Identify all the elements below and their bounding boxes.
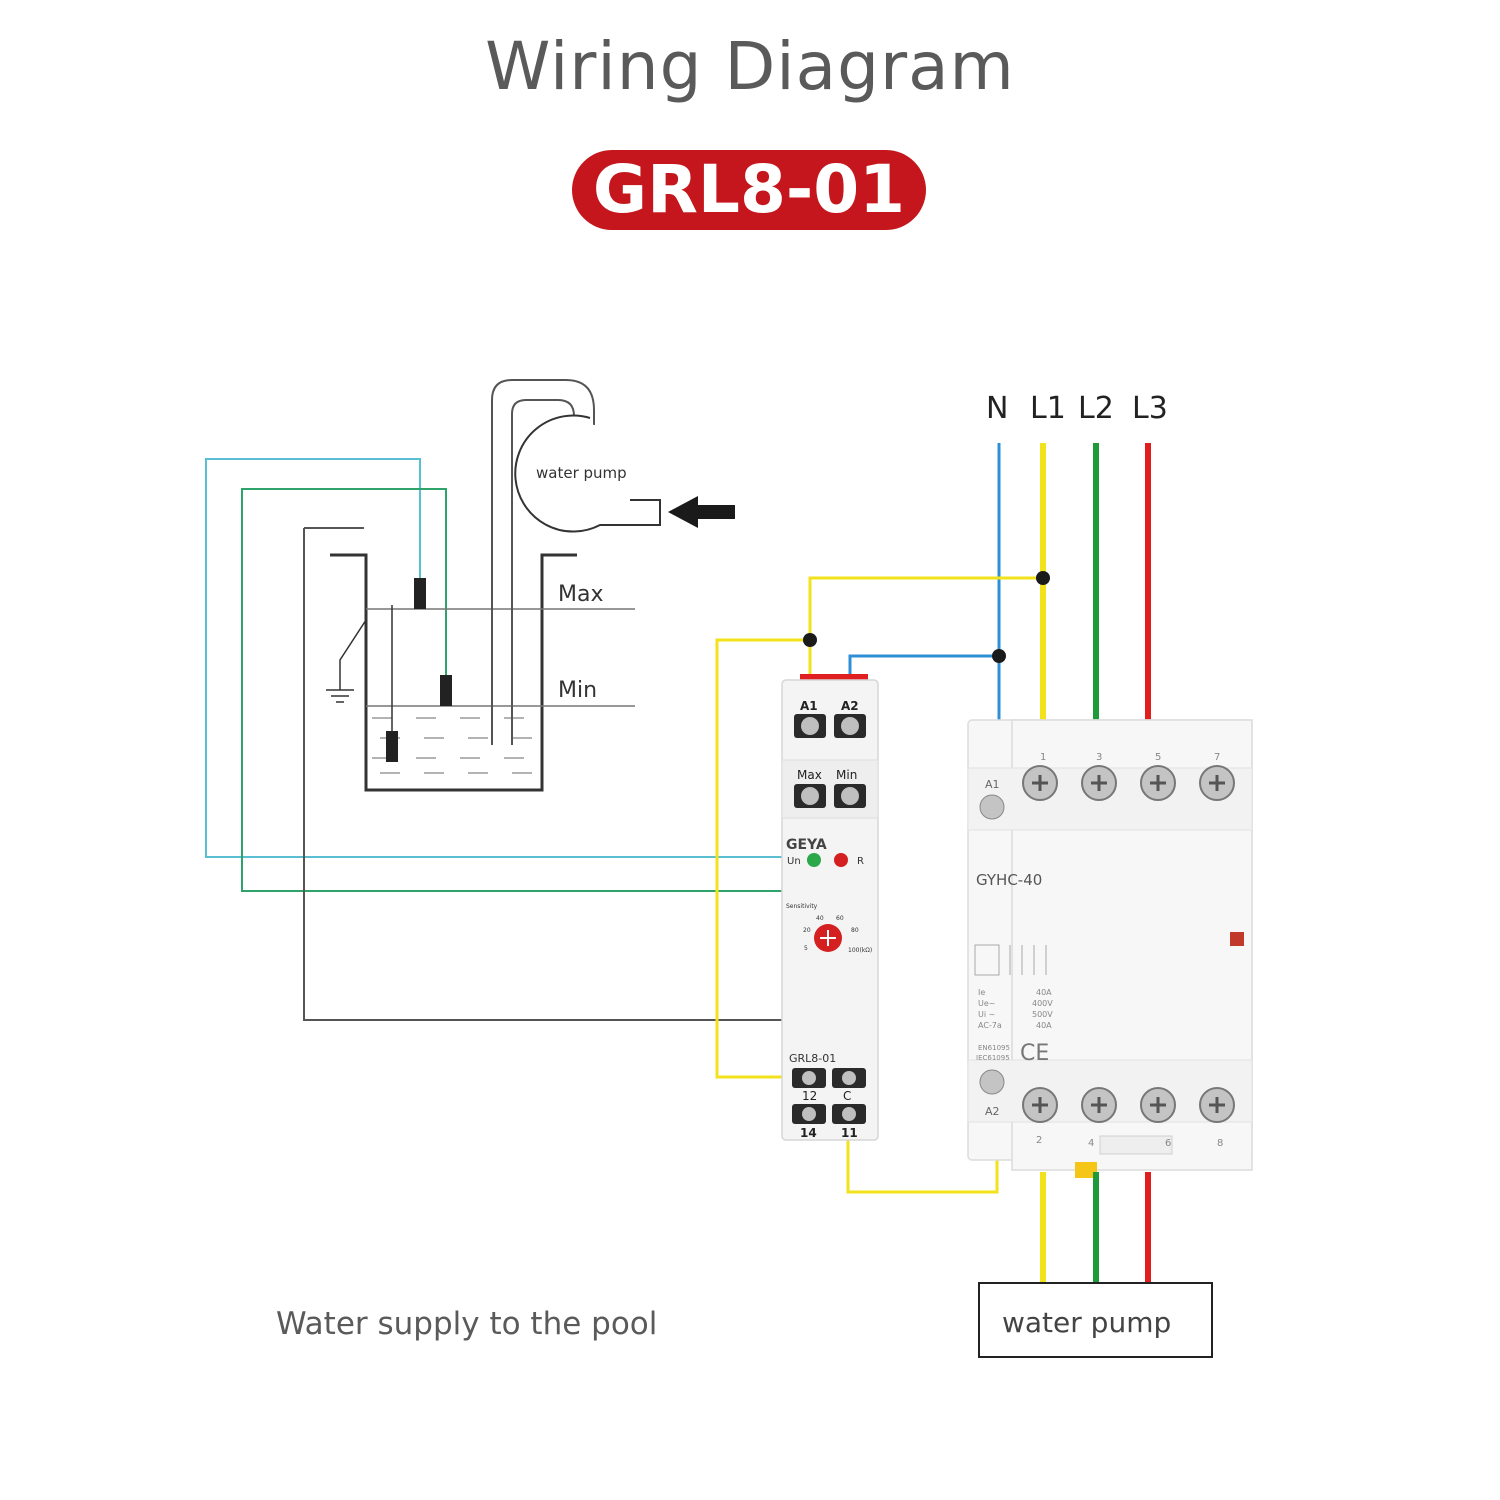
relay-led-un-label: Un [787, 856, 801, 867]
relay-terminal-max: Max [797, 768, 822, 782]
relay-led-r-label: R [857, 856, 864, 867]
contactor [967, 719, 1253, 1178]
probe-min [440, 675, 452, 706]
caption: Water supply to the pool [276, 1306, 658, 1342]
probe-max [414, 578, 426, 609]
contactor-terminal-2: 2 [1036, 1135, 1042, 1146]
relay-terminal-c: C [843, 1089, 851, 1103]
contactor-terminal-1: 1 [1040, 752, 1046, 763]
relay-brand: GEYA [786, 837, 827, 853]
status-indicator-icon [1230, 932, 1244, 946]
power-led-icon [807, 853, 821, 867]
load-box [978, 1282, 1213, 1358]
contactor-terminal-8: 8 [1217, 1138, 1223, 1149]
rating-value: 40A [1036, 1021, 1052, 1030]
rating-key: Ue~ [978, 999, 995, 1008]
model-badge: GRL8-01 [572, 150, 926, 230]
tank-pump-label: water pump [536, 464, 627, 482]
relay-terminal-11: 11 [841, 1126, 858, 1140]
load-label: water pump [1002, 1306, 1171, 1339]
relay-led-icon [834, 853, 848, 867]
contactor-coil-a2: A2 [985, 1105, 1000, 1118]
relay-terminal-min: Min [836, 768, 857, 782]
ground-icon [326, 619, 367, 703]
contactor-terminal-6: 6 [1165, 1138, 1171, 1149]
contactor-model: GYHC-40 [976, 871, 1042, 889]
standard-iec: IEC61095 [976, 1054, 1010, 1062]
rating-value: 400V [1032, 999, 1053, 1008]
min-level-label: Min [558, 678, 597, 703]
dial-scale-60: 60 [836, 915, 844, 922]
junction-dot [1036, 571, 1050, 585]
relay-terminal-12: 12 [802, 1089, 817, 1103]
relay-terminal-14: 14 [800, 1126, 817, 1140]
max-level-label: Max [558, 582, 603, 607]
dial-scale-5: 5 [804, 945, 808, 952]
rating-value: 40A [1036, 988, 1052, 997]
relay-model: GRL8-01 [789, 1052, 836, 1065]
supply-label-l2: L2 [1078, 391, 1114, 426]
contactor-coil-a1: A1 [985, 778, 1000, 791]
probe-common [386, 731, 398, 762]
wire-l1-to-12 [715, 638, 810, 1079]
supply-label-l1: L1 [1030, 391, 1066, 426]
wire-l1-feed [808, 576, 1043, 682]
dial-scale-100: 100(kΩ) [848, 947, 872, 954]
relay-terminal-a1: A1 [800, 699, 818, 713]
level-relay [781, 674, 879, 1141]
rating-value: 500V [1032, 1010, 1053, 1019]
dial-scale-80: 80 [851, 927, 859, 934]
contactor-terminal-7: 7 [1214, 752, 1220, 763]
rating-table: Ie 40A Ue~ 400V Ui ~ 500V AC-7a 40A [978, 988, 1053, 1030]
dial-scale-20: 20 [803, 927, 811, 934]
rating-key: AC-7a [978, 1021, 1002, 1030]
junction-dot [992, 649, 1006, 663]
wire-n-to-a2 [848, 654, 999, 682]
supply-label-l3: L3 [1132, 391, 1168, 426]
dial-scale-40: 40 [816, 915, 824, 922]
tank-pump-body [514, 414, 661, 533]
tank [330, 553, 635, 792]
contactor-terminal-4: 4 [1088, 1138, 1094, 1149]
supply-label-n: N [986, 391, 1008, 426]
sensitivity-label: Sensitivity [786, 903, 818, 910]
contactor-terminal-5: 5 [1155, 752, 1161, 763]
rating-key: Ui ~ [978, 1010, 995, 1019]
inlet-arrow-icon [668, 496, 735, 528]
junction-dot [803, 633, 817, 647]
ce-mark-icon: CE [1020, 1041, 1049, 1066]
page-title: Wiring Diagram [485, 28, 1015, 105]
standard-en: EN61095 [978, 1044, 1010, 1052]
relay-terminal-a2: A2 [841, 699, 859, 713]
pump-pipe [491, 379, 595, 745]
contactor-terminal-3: 3 [1096, 752, 1102, 763]
rating-key: Ie [978, 988, 985, 997]
